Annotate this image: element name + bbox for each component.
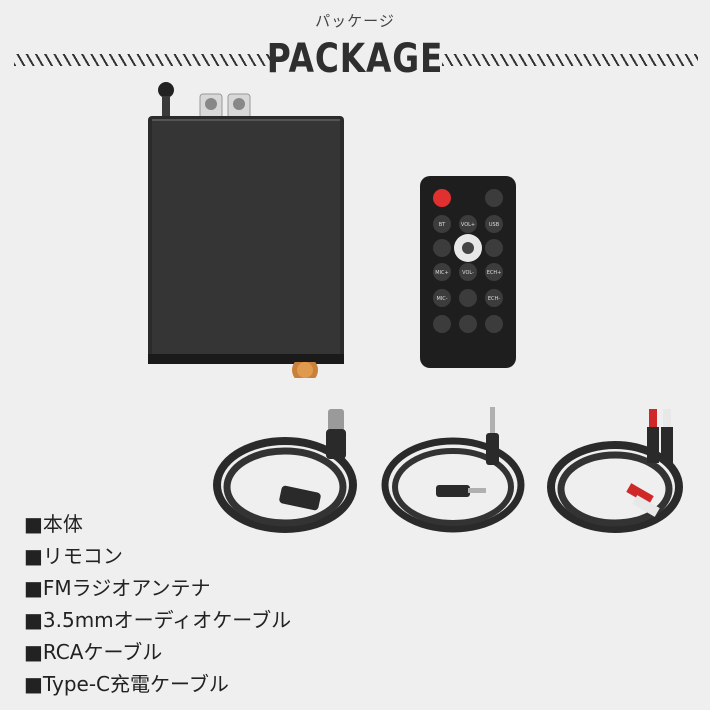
list-item: ■RCAケーブル bbox=[24, 640, 163, 664]
decorative-stripe-left bbox=[14, 54, 270, 66]
package-contents-list: ■本体 ■リモコン ■FMラジオアンテナ ■3.5mmオーディオケーブル ■RC… bbox=[24, 508, 291, 700]
header: パッケージ PACKAGE bbox=[0, 0, 710, 100]
remote-button-label: USB bbox=[489, 222, 500, 228]
amplifier-image bbox=[148, 82, 344, 378]
remote-button-label: ECH- bbox=[488, 296, 500, 302]
list-item: ■FMラジオアンテナ bbox=[24, 576, 211, 600]
remote-button-label: BT bbox=[439, 222, 446, 228]
list-item: ■3.5mmオーディオケーブル bbox=[24, 608, 292, 632]
page-subtitle: パッケージ bbox=[315, 12, 395, 30]
list-item: ■リモコン bbox=[24, 544, 123, 568]
remote-button-label: VOL- bbox=[462, 270, 474, 276]
remote-button-label: ECH+ bbox=[487, 270, 502, 276]
remote-button-label: VOL+ bbox=[461, 222, 475, 228]
list-item: ■本体 bbox=[24, 512, 83, 536]
type-c-cable-image bbox=[213, 409, 357, 533]
list-item: ■Type-C充電ケーブル bbox=[24, 672, 229, 696]
remote-button-label: MIC+ bbox=[435, 270, 448, 276]
rca-cable-image bbox=[547, 409, 683, 533]
page-title: PACKAGE bbox=[266, 36, 444, 82]
remote-button-label: MIC- bbox=[436, 296, 447, 302]
remote-control-image: BT VOL+ USB MIC+ VOL- ECH+ MIC- ECH- bbox=[420, 176, 516, 368]
decorative-stripe-right bbox=[442, 54, 698, 66]
audio-cable-image bbox=[381, 407, 525, 533]
